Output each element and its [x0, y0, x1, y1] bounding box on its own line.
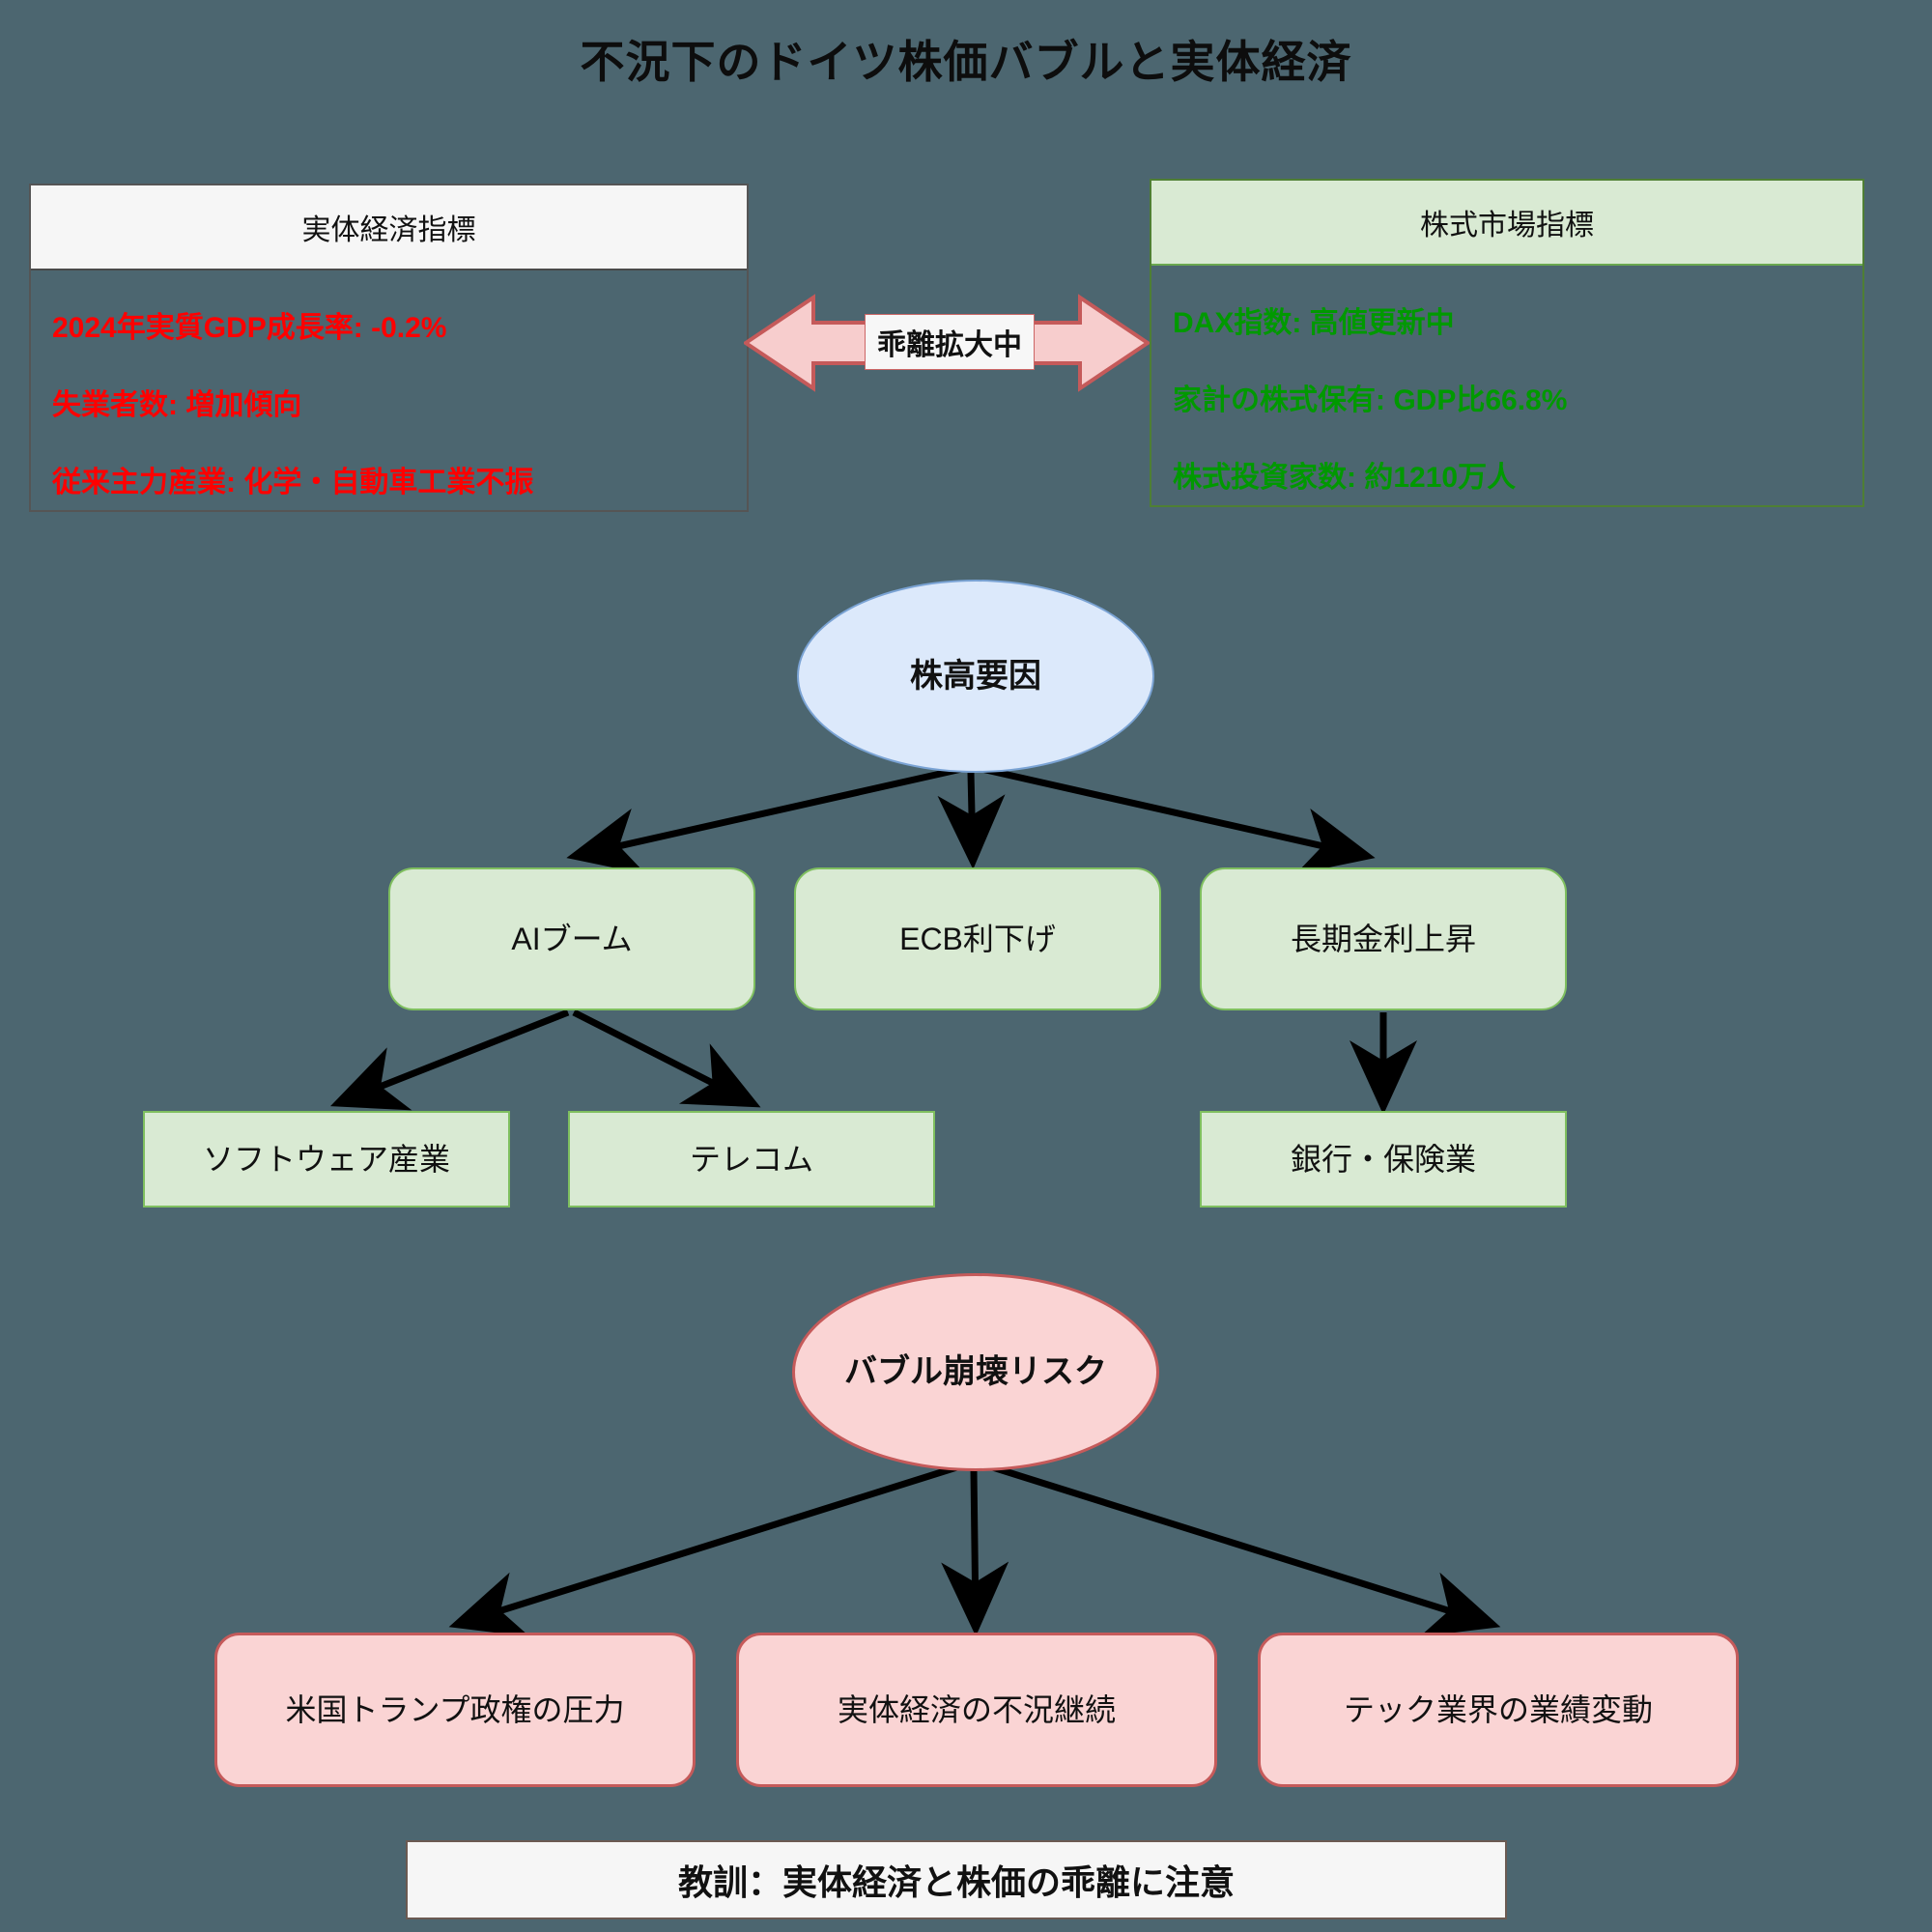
node-software-industry[interactable]: ソフトウェア産業	[143, 1111, 510, 1208]
node-ai-boom[interactable]: AIブーム	[388, 867, 755, 1010]
stock-market-line-3: 株式投資家数: 約1210万人	[1173, 462, 1517, 494]
divergence-label: 乖離拡大中	[865, 314, 1035, 370]
real-economy-line-3: 従来主力産業: 化学・自動車工業不振	[52, 467, 534, 498]
panel-stock-market: 株式市場指標 DAX指数: 高値更新中 家計の株式保有: GDP比66.8% 株…	[1150, 179, 1864, 507]
panel-stock-market-header: 株式市場指標	[1151, 181, 1862, 266]
node-long-term-rate-rise[interactable]: 長期金利上昇	[1200, 867, 1567, 1010]
real-economy-line-2: 失業者数: 増加傾向	[52, 389, 302, 421]
node-kabudaka-youin[interactable]: 株高要因	[797, 580, 1154, 773]
page-title: 不況下のドイツ株価バブルと実体経済	[580, 37, 1352, 87]
node-ecb-rate-cut[interactable]: ECB利下げ	[794, 867, 1161, 1010]
node-recession-continues[interactable]: 実体経済の不況継続	[736, 1633, 1217, 1787]
lesson-banner: 教訓：実体経済と株価の乖離に注意	[406, 1840, 1507, 1919]
real-economy-line-1: 2024年実質GDP成長率: -0.2%	[52, 312, 447, 344]
node-telecom[interactable]: テレコム	[568, 1111, 935, 1208]
panel-real-economy: 実体経済指標 2024年実質GDP成長率: -0.2% 失業者数: 増加傾向 従…	[29, 184, 749, 512]
node-tech-earnings-volatility[interactable]: テック業界の業績変動	[1258, 1633, 1739, 1787]
panel-real-economy-header: 実体経済指標	[31, 185, 747, 270]
node-bubble-collapse-risk[interactable]: バブル崩壊リスク	[792, 1273, 1159, 1471]
stock-market-line-2: 家計の株式保有: GDP比66.8%	[1173, 384, 1568, 416]
node-bank-insurance[interactable]: 銀行・保険業	[1200, 1111, 1567, 1208]
node-trump-pressure[interactable]: 米国トランプ政権の圧力	[214, 1633, 696, 1787]
stock-market-line-1: DAX指数: 高値更新中	[1173, 307, 1455, 339]
